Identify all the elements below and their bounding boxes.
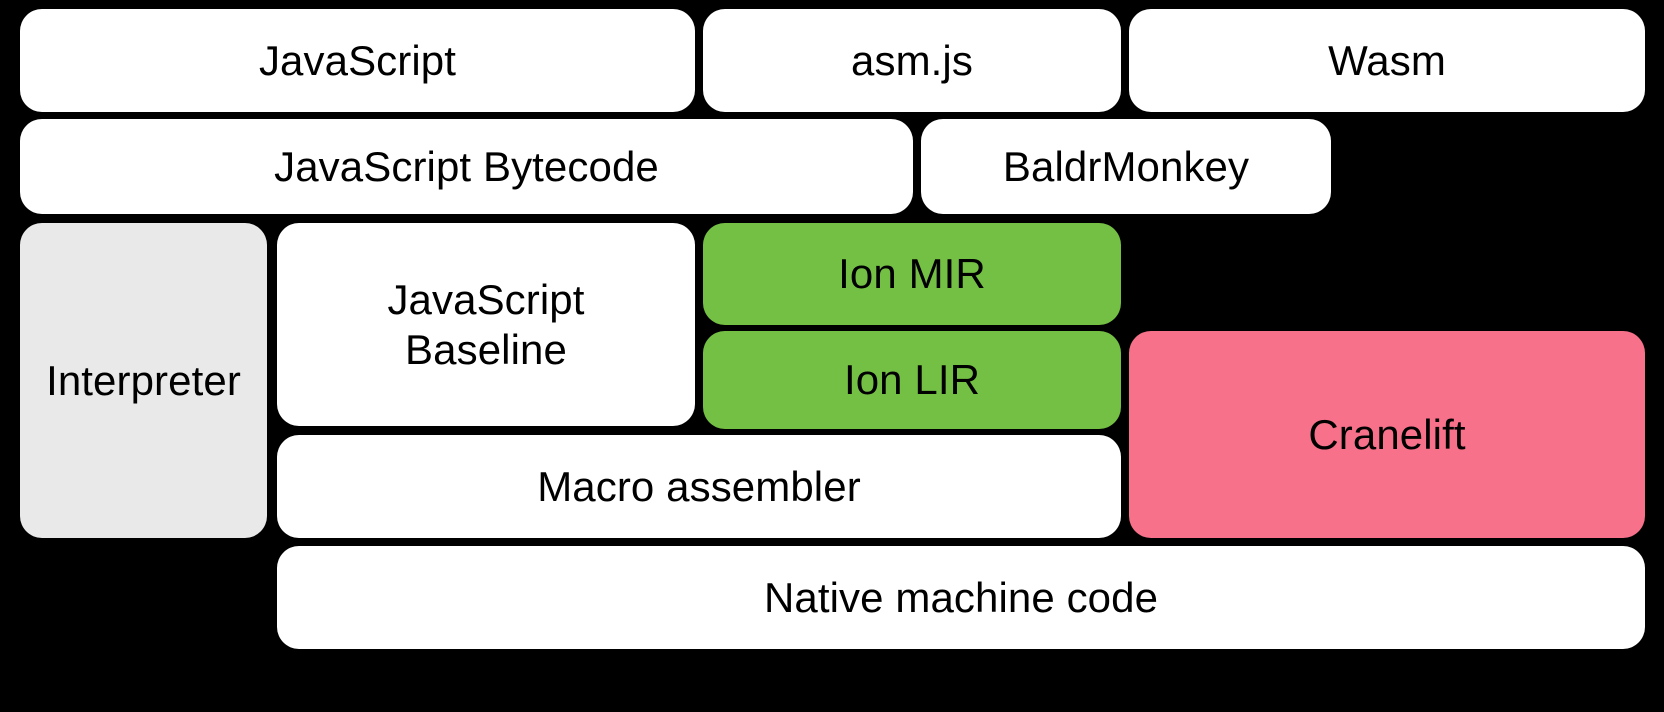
node-javascript-bytecode: JavaScript Bytecode <box>20 119 913 214</box>
node-ion-lir: Ion LIR <box>703 331 1121 429</box>
node-ion-mir: Ion MIR <box>703 223 1121 325</box>
node-asmjs: asm.js <box>703 9 1121 112</box>
node-label: JavaScript Baseline <box>387 275 585 373</box>
node-baldrmonkey: BaldrMonkey <box>921 119 1331 214</box>
node-javascript: JavaScript <box>20 9 695 112</box>
node-label: JavaScript <box>258 36 457 84</box>
node-javascript-baseline: JavaScript Baseline <box>277 223 695 426</box>
node-label: asm.js <box>851 36 973 84</box>
node-label: Cranelift <box>1308 410 1466 458</box>
node-label: Wasm <box>1328 36 1446 84</box>
node-macro-assembler: Macro assembler <box>277 435 1121 538</box>
node-label: Macro assembler <box>537 462 861 510</box>
node-native-machine-code: Native machine code <box>277 546 1645 649</box>
node-label: Ion LIR <box>843 356 981 404</box>
node-label: Ion MIR <box>838 250 986 298</box>
node-label: Native machine code <box>763 573 1159 621</box>
node-label: Interpreter <box>46 356 241 404</box>
node-label: BaldrMonkey <box>1002 142 1250 190</box>
node-interpreter: Interpreter <box>20 223 267 538</box>
node-wasm: Wasm <box>1129 9 1645 112</box>
node-cranelift: Cranelift <box>1129 331 1645 538</box>
node-label: JavaScript Bytecode <box>274 142 659 190</box>
